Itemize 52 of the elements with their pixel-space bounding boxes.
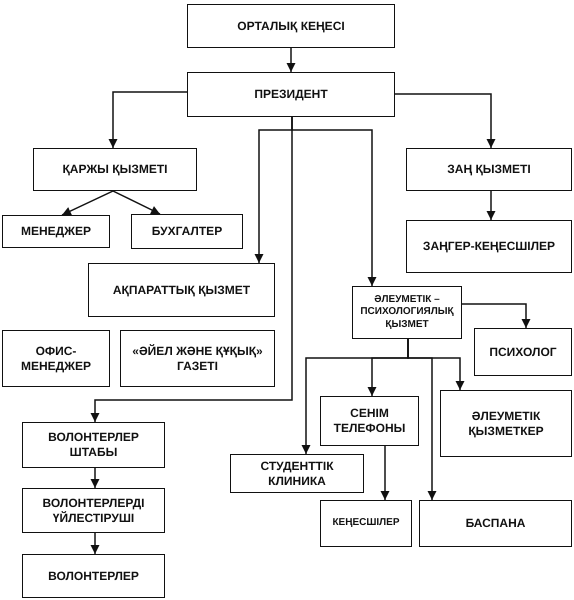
unit-name: МЕНЕДЖЕР — [20, 224, 92, 239]
unit-name: ҚАРЖЫ ҚЫЗМЕТІ — [61, 162, 169, 177]
unit-name: ВОЛОНТЕРЛЕР — [47, 568, 140, 584]
unit-name: ОРТАЛЫҚ КЕҢЕСІ — [236, 18, 346, 34]
connector-arrow — [407, 339, 464, 390]
connector-arrow — [112, 190, 160, 215]
org-unit-box — [320, 396, 419, 446]
unit-name: ЗАҢГЕР-КЕҢЕСШІЛЕР — [422, 239, 556, 254]
org-unit-box — [230, 454, 364, 493]
connector-arrow — [486, 191, 496, 220]
org-unit-box — [406, 220, 572, 273]
org-unit-box — [320, 500, 412, 547]
unit-name: БАСПАНА — [464, 516, 526, 531]
connector-arrow — [395, 93, 496, 148]
connector-arrow — [108, 91, 187, 148]
org-unit-box — [352, 286, 462, 339]
unit-name: БУХГАЛТЕР — [150, 224, 224, 239]
org-unit-box — [120, 330, 275, 387]
org-unit-box — [88, 263, 275, 317]
unit-name: ПСИХОЛОГ — [488, 344, 558, 360]
unit-name: «ӘЙЕЛ ЖӘНЕ ҚҰҚЫҚ» ГАЗЕТІ — [131, 344, 264, 374]
unit-name: СТУДЕНТТІК КЛИНИКА — [259, 458, 335, 488]
org-unit-box — [131, 214, 243, 249]
unit-name: СЕНІМ ТЕЛЕФОНЫ — [332, 406, 406, 436]
org-unit-box — [440, 390, 572, 457]
connector-arrow — [62, 190, 114, 216]
unit-name: ПРЕЗИДЕНТ — [253, 87, 329, 102]
unit-name: ВОЛОНТЕРЛЕРДІ ҮЙЛЕСТІРУШІ — [42, 496, 146, 526]
unit-name: ВОЛОНТЕРЛЕР ШТАБЫ — [47, 430, 140, 460]
connector-arrow — [286, 48, 296, 72]
org-unit-box — [474, 328, 572, 376]
connector-arrow — [380, 446, 390, 500]
connector-arrow — [90, 117, 293, 422]
org-unit-box — [22, 554, 165, 598]
org-unit-box — [22, 422, 165, 468]
unit-name: КЕҢЕСШІЛЕР — [331, 517, 401, 530]
org-unit-box — [187, 4, 395, 48]
connector-arrow — [90, 533, 100, 554]
org-unit-box — [187, 72, 395, 117]
connector-arrow — [462, 303, 530, 328]
unit-name: ЗАҢ ҚЫЗМЕТІ — [446, 162, 532, 177]
unit-name: АҚПАРАТТЫҚ ҚЫЗМЕТ — [112, 282, 252, 298]
unit-name: ОФИС-МЕНЕДЖЕР — [20, 344, 92, 374]
org-unit-box — [419, 500, 572, 547]
org-unit-box — [406, 148, 572, 191]
unit-name: ӘЛЕУМЕТІК ҚЫЗМЕТКЕР — [467, 408, 545, 438]
org-unit-box — [2, 215, 110, 248]
org-unit-box — [33, 148, 197, 191]
org-unit-box — [2, 330, 110, 387]
unit-name: ӘЛЕУМЕТІК – ПСИХОЛОГИЯЛЫҚ ҚЫЗМЕТ — [359, 294, 455, 332]
connector-arrow — [90, 468, 100, 488]
org-unit-box — [22, 488, 165, 533]
